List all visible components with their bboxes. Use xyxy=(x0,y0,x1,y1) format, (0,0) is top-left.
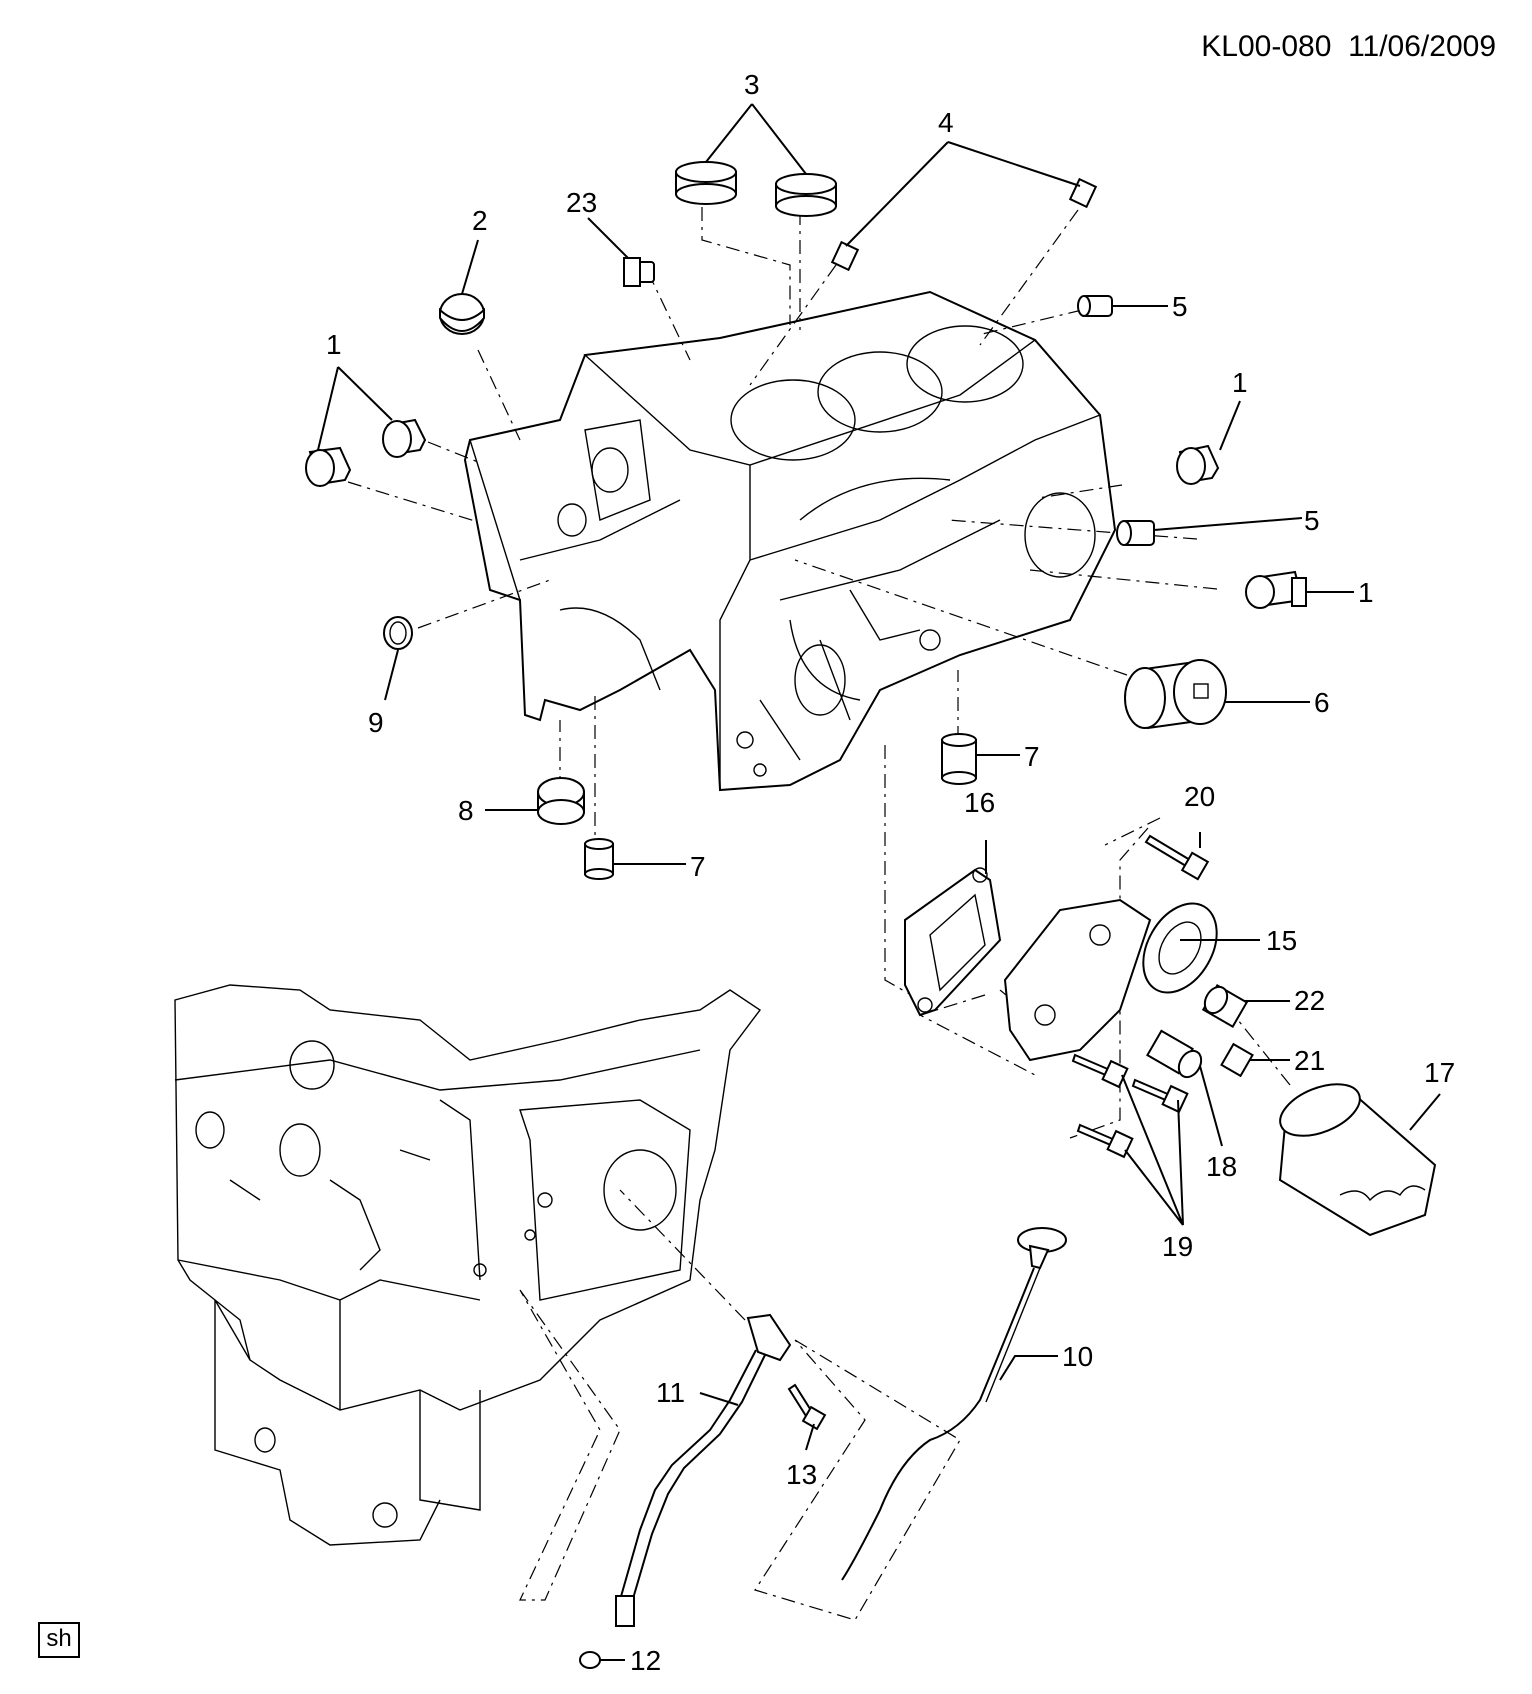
dowel-5-lower xyxy=(1116,520,1155,546)
threaded-plug-6 xyxy=(1124,659,1227,730)
drawing-code: KL00-080 xyxy=(1201,30,1332,63)
callout-labels: 1 2 3 4 23 5 1 5 1 6 7 7 8 9 16 20 15 22… xyxy=(326,69,1455,1676)
callout-21: 21 xyxy=(1294,1045,1325,1076)
oil-pressure-sensor-18 xyxy=(1146,1029,1203,1079)
callout-7-left: 7 xyxy=(690,851,706,882)
callout-5-lower: 5 xyxy=(1304,505,1320,536)
leader-lines xyxy=(317,103,1441,1661)
callout-5-upper: 5 xyxy=(1172,291,1188,322)
callout-13: 13 xyxy=(786,1459,817,1490)
drawing-date: 11/06/2009 xyxy=(1348,30,1496,63)
oil-filter-17 xyxy=(1278,1083,1437,1237)
expansion-plug-right-b xyxy=(1245,570,1307,609)
bolt-19-a xyxy=(1071,1053,1129,1089)
core-plug-2 xyxy=(439,293,485,335)
core-plug-3-left xyxy=(675,161,737,205)
callout-10: 10 xyxy=(1062,1341,1093,1372)
callout-1-left: 1 xyxy=(326,329,342,360)
plug-21 xyxy=(1220,1042,1254,1078)
seal-ring-9 xyxy=(383,616,413,650)
callout-19: 19 xyxy=(1162,1231,1193,1262)
o-ring-12 xyxy=(579,1651,601,1669)
callout-3: 3 xyxy=(744,69,760,100)
dowel-4-a xyxy=(830,240,860,272)
assembly-lines xyxy=(347,207,1291,1621)
callout-23: 23 xyxy=(566,187,597,218)
callout-16: 16 xyxy=(964,787,995,818)
callout-2: 2 xyxy=(472,205,488,236)
dowel-7-right xyxy=(941,733,977,785)
dowel-4-b xyxy=(1068,177,1098,209)
callout-4: 4 xyxy=(938,107,954,138)
engine-block xyxy=(463,290,1117,792)
callout-1-right-upper: 1 xyxy=(1232,367,1248,398)
callout-11: 11 xyxy=(656,1377,685,1408)
core-plug-3-right xyxy=(775,173,837,217)
callout-17: 17 xyxy=(1424,1057,1455,1088)
drawing-reference: KL00-080 11/06/2009 xyxy=(1201,30,1496,64)
expansion-plug-right-a xyxy=(1176,444,1220,485)
callout-15: 15 xyxy=(1266,925,1297,956)
oil-dipstick-10 xyxy=(841,1227,1067,1581)
core-plug-8 xyxy=(537,777,585,825)
callout-6: 6 xyxy=(1314,687,1330,718)
callout-7-right: 7 xyxy=(1024,741,1040,772)
expansion-plug-left-b xyxy=(382,418,427,458)
sheet-badge: sh xyxy=(38,1622,80,1658)
callout-20: 20 xyxy=(1184,781,1215,812)
callout-9: 9 xyxy=(368,707,384,738)
parts xyxy=(305,161,1437,1669)
bolt-20 xyxy=(1144,834,1210,881)
dowel-7-left xyxy=(584,838,614,880)
lower-engine-assembly xyxy=(174,984,762,1546)
callout-8: 8 xyxy=(458,795,474,826)
plug-23 xyxy=(623,257,655,287)
gasket-16 xyxy=(904,867,1002,1017)
dowel-5-upper xyxy=(1077,295,1113,317)
oil-filter-adapter-15 xyxy=(1003,898,1218,1062)
fitting-22 xyxy=(1201,984,1249,1028)
bolt-13 xyxy=(787,1383,827,1431)
callout-22: 22 xyxy=(1294,985,1325,1016)
expansion-plug-left-a xyxy=(305,446,352,487)
dipstick-tube-11 xyxy=(615,1313,792,1627)
callout-18: 18 xyxy=(1206,1151,1237,1182)
callout-12: 12 xyxy=(630,1645,661,1676)
callout-1-right-lower: 1 xyxy=(1358,577,1374,608)
bolt-19-c xyxy=(1076,1123,1134,1159)
bolt-19-b xyxy=(1131,1078,1189,1114)
